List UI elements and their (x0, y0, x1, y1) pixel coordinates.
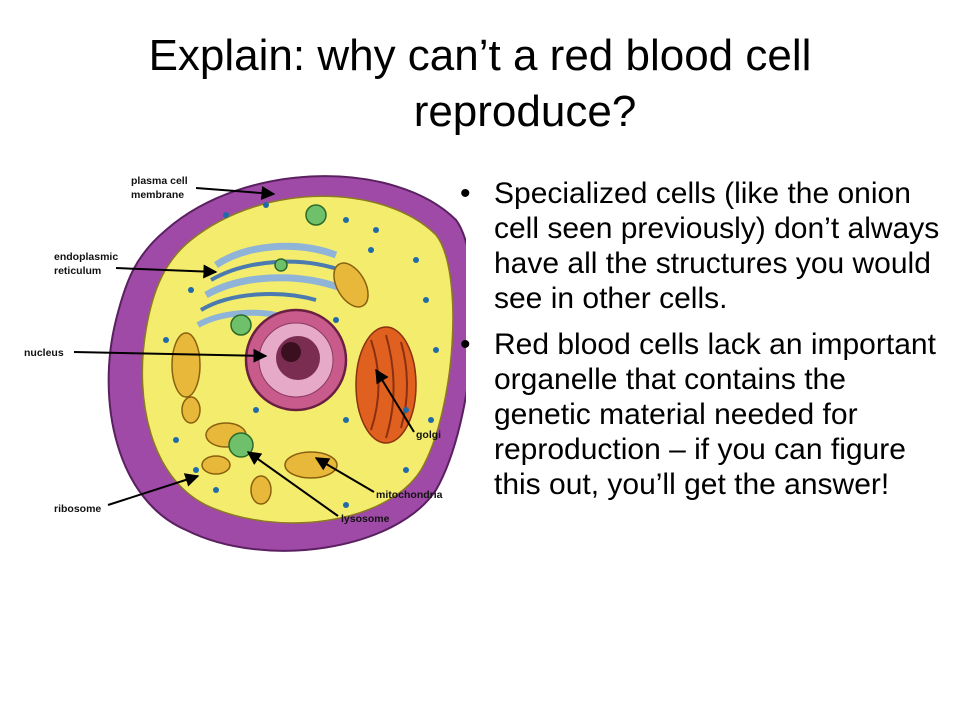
slide-title: Explain: why can’t a red blood cell repr… (0, 28, 960, 140)
label-lysosome: lysosome (341, 513, 390, 525)
label-ribosome: ribosome (54, 503, 101, 515)
mitochondria-shapes (171, 262, 369, 505)
title-line-1: Explain: why can’t a red blood cell (148, 31, 812, 80)
bullet-list: • Specialized cells (like the onion cell… (456, 176, 950, 513)
bullet-text: Red blood cells lack an important organe… (494, 328, 936, 501)
label-mitochondria: mitochondria (376, 489, 443, 501)
lysosome-shapes (228, 204, 327, 458)
label-golgi: golgi (416, 429, 441, 441)
bullet-text: Specialized cells (like the onion cell s… (494, 177, 940, 315)
label-endoplasmic-reticulum-1: endoplasmic (54, 251, 118, 263)
bullet-item: • Red blood cells lack an important orga… (456, 327, 950, 502)
ribosome-dots (163, 202, 439, 508)
label-plasma-cell-membrane-2: membrane (131, 189, 184, 201)
label-endoplasmic-reticulum-2: reticulum (54, 265, 101, 277)
bullet-glyph: • (460, 328, 471, 361)
title-line-2: reproduce? (413, 87, 637, 136)
bullet-item: • Specialized cells (like the onion cell… (456, 176, 950, 316)
bullet-glyph: • (460, 177, 471, 210)
label-nucleus: nucleus (24, 347, 64, 359)
animal-cell-diagram: plasma cell membrane endoplasmic reticul… (24, 175, 466, 552)
label-plasma-cell-membrane-1: plasma cell (131, 175, 188, 187)
